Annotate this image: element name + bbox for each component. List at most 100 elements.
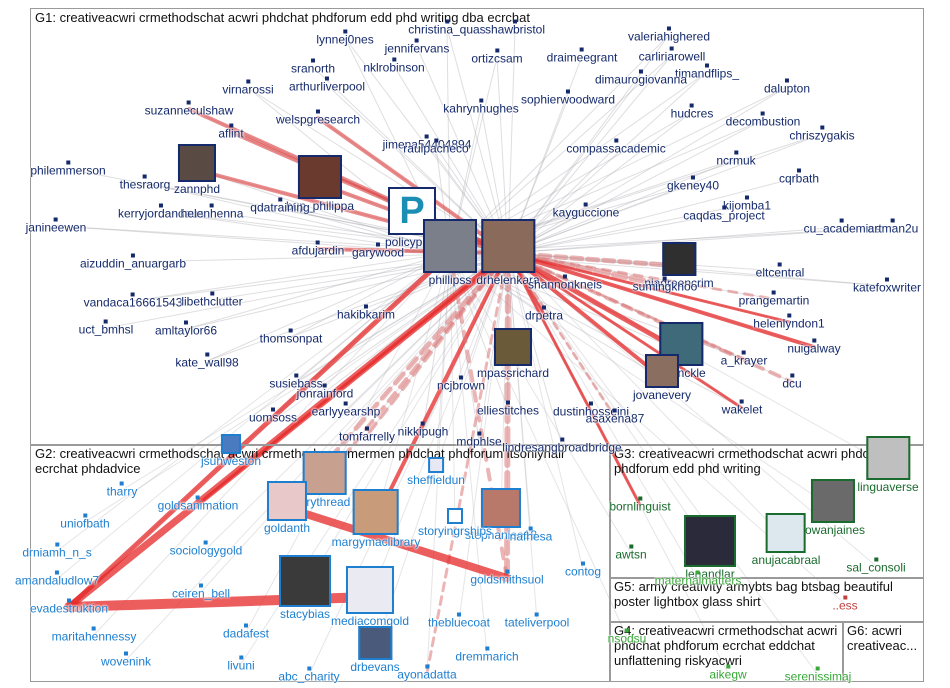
node-rowanjaines[interactable]: rowanjaines xyxy=(801,479,865,537)
node-kerryjordandaus[interactable]: kerryjordandaus xyxy=(118,203,204,221)
node-carliriarowell[interactable]: carliriarowell xyxy=(639,46,705,64)
node-katefoxwriter[interactable]: katefoxwriter xyxy=(853,277,921,295)
node-sranorth[interactable]: sranorth xyxy=(291,58,335,76)
node-mpassrichard[interactable]: mpassrichard xyxy=(477,328,549,380)
node-eltcentral[interactable]: eltcentral xyxy=(756,262,804,280)
node-sumingkhoo[interactable]: sumingkhoo xyxy=(633,276,697,294)
node-dustinhosseini[interactable]: dustinhosseini xyxy=(553,401,629,419)
node-livuni[interactable]: livuni xyxy=(227,655,255,673)
node-kayguccione[interactable]: kayguccione xyxy=(553,202,619,220)
node-dalupton[interactable]: dalupton xyxy=(764,78,810,96)
node-virnarossi[interactable]: virnarossi xyxy=(222,79,274,97)
node-goldsmithsuol[interactable]: goldsmithsuol xyxy=(470,569,544,587)
node-cu-academics[interactable]: cu_academics xyxy=(804,218,880,236)
node-phillipss[interactable]: phillipss xyxy=(423,219,477,287)
node-suzanneculshaw[interactable]: suzanneculshaw xyxy=(145,100,233,118)
node-aflint[interactable]: aflint xyxy=(218,123,244,141)
node-ess[interactable]: ..ess xyxy=(832,595,858,613)
node-mdphlse[interactable]: mdphlse xyxy=(456,431,502,449)
node-uomsoss[interactable]: uomsoss xyxy=(249,407,297,425)
node-susiebass[interactable]: susiebass xyxy=(269,373,323,391)
node-cqrbath[interactable]: cqrbath xyxy=(779,168,819,186)
node-hudcres[interactable]: hudcres xyxy=(671,103,713,121)
node-tomfarrelly[interactable]: tomfarrelly xyxy=(339,426,395,444)
node-decombustion[interactable]: decombustion xyxy=(726,111,800,129)
node-welspgresearch[interactable]: welspgresearch xyxy=(276,109,360,127)
node-maritahennessy[interactable]: maritahennessy xyxy=(52,626,136,644)
node-sal-consoli[interactable]: sal_consoli xyxy=(846,557,906,575)
node-jovanevery[interactable]: jovanevery xyxy=(633,354,691,402)
node-maternalmatters[interactable]: maternalmatters xyxy=(655,570,741,588)
node-garywood[interactable]: garywood xyxy=(352,242,404,260)
node-uct-bmhsl[interactable]: uct_bmhsl xyxy=(79,319,133,337)
node-abc-charity[interactable]: abc_charity xyxy=(278,666,340,684)
node-arythread[interactable]: arythread xyxy=(300,451,350,509)
node-thesraorg[interactable]: thesraorg xyxy=(120,174,170,192)
node-awtsn[interactable]: awtsn xyxy=(615,544,647,562)
node-drpetra[interactable]: drpetra xyxy=(525,305,563,323)
node-wakelet[interactable]: wakelet xyxy=(722,399,762,417)
node-thebluecoat[interactable]: thebluecoat xyxy=(428,612,490,630)
node-drhelenkara[interactable]: drhelenkara xyxy=(476,219,540,287)
node-timandflips[interactable]: timandflips_ xyxy=(675,63,739,81)
node-uniofbath[interactable]: uniofbath xyxy=(60,513,110,531)
node-ncrmuk[interactable]: ncrmuk xyxy=(716,150,756,168)
node-hakibkarim[interactable]: hakibkarim xyxy=(337,304,395,322)
node-amltaylor66[interactable]: amltaylor66 xyxy=(155,320,217,338)
node-shawbristol[interactable]: shawbristol xyxy=(485,19,545,37)
node-ncjbrown[interactable]: ncjbrown xyxy=(437,375,485,393)
node-vandaca16661543[interactable]: vandaca16661543 xyxy=(84,292,182,310)
node-lindresangbroadbridge[interactable]: lindresangbroadbridge xyxy=(502,437,622,455)
node-bornlinguist[interactable]: bornlinguist xyxy=(609,496,671,514)
node-linguaverse[interactable]: linguaverse xyxy=(857,436,919,494)
node-jimena54404894[interactable]: jimena54404894 xyxy=(383,134,471,152)
node-a-krayer[interactable]: a_krayer xyxy=(721,350,767,368)
node-christina-quas[interactable]: christina_quas xyxy=(408,19,486,37)
node-nuigalway[interactable]: nuigalway xyxy=(787,338,841,356)
node-ceiren-bell[interactable]: ceiren_bell xyxy=(172,583,230,601)
node-ortizcsam[interactable]: ortizcsam xyxy=(471,48,523,66)
node-stacybias[interactable]: stacybias xyxy=(279,555,331,621)
node-stephanieo18[interactable]: stephanieo18 xyxy=(465,488,537,542)
node-nikkipugh[interactable]: nikkipugh xyxy=(398,421,448,439)
node-zannphd[interactable]: zannphd xyxy=(174,144,220,196)
node-dcu[interactable]: dcu xyxy=(782,373,802,391)
node-drniamh-n-s[interactable]: drniamh_n_s xyxy=(22,542,92,560)
node-wovenink[interactable]: wovenink xyxy=(101,651,151,669)
node-raulpacheco[interactable]: raulpacheco xyxy=(403,138,469,156)
node-shannonkneis[interactable]: shannonkneis xyxy=(528,274,602,292)
node-anujacabraal[interactable]: anujacabraal xyxy=(752,513,820,567)
node-dadafest[interactable]: dadafest xyxy=(223,623,269,641)
node-jennifervans[interactable]: jennifervans xyxy=(385,38,449,56)
node-niagreencrim[interactable]: niagreencrim xyxy=(644,242,714,290)
node-chriszygakis[interactable]: chriszygakis xyxy=(789,125,855,143)
node-nafhesa[interactable]: nafhesa xyxy=(510,526,552,544)
node-evadestruktion[interactable]: evadestruktion xyxy=(30,598,108,616)
node-dremmarich[interactable]: dremmarich xyxy=(455,646,519,664)
node-thomsonpat[interactable]: thomsonpat xyxy=(260,328,322,346)
node-valeriahighered[interactable]: valeriahighered xyxy=(628,26,710,44)
node-aikegw[interactable]: aikegw xyxy=(709,664,747,682)
node-storyingrships[interactable]: storyingrships xyxy=(418,508,492,538)
node-sociologygold[interactable]: sociologygold xyxy=(170,540,242,558)
node-margymaclibrary[interactable]: margymaclibrary xyxy=(332,489,420,549)
node-jsuhweston[interactable]: jsuhweston xyxy=(201,434,261,468)
node-kijomba1[interactable]: kijomba1 xyxy=(723,195,771,213)
node-gkeney40[interactable]: gkeney40 xyxy=(667,175,719,193)
node-philemmerson[interactable]: philemmerson xyxy=(30,160,106,178)
node-artman2u[interactable]: artman2u xyxy=(868,218,918,236)
node-bup-philippa[interactable]: bup_philippa xyxy=(286,155,354,213)
node-elliestitches[interactable]: elliestitches xyxy=(477,400,539,418)
node-kahrynhughes[interactable]: kahrynhughes xyxy=(443,98,519,116)
node-afdujardin[interactable]: afdujardin xyxy=(292,240,344,258)
node-asaxena87[interactable]: asaxena87 xyxy=(586,408,644,426)
node-draimeegrant[interactable]: draimeegrant xyxy=(547,47,617,65)
node-nsodsu[interactable]: nsodsu xyxy=(608,628,646,646)
node-libethclutter[interactable]: libethclutter xyxy=(181,291,243,309)
node-contog[interactable]: contog xyxy=(565,561,601,579)
node-mediacomgold[interactable]: mediacomgold xyxy=(331,566,409,628)
node-dimaurogiovanna[interactable]: dimaurogiovanna xyxy=(595,69,687,87)
node-aizuddin-anuargarb[interactable]: aizuddin_anuargarb xyxy=(80,253,186,271)
node-qdatraining[interactable]: qdatraining xyxy=(250,197,310,215)
node-arthurliverpool[interactable]: arthurliverpool xyxy=(289,76,365,94)
